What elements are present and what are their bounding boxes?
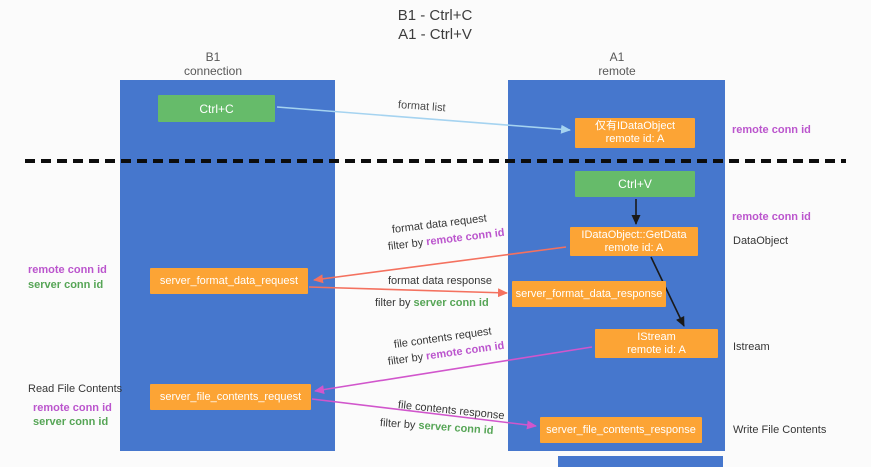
server-conn-id-text-2: server conn id (418, 419, 494, 437)
format-request-label: server_format_data_request (159, 275, 299, 287)
label-istream: Istream (733, 341, 770, 353)
title-line-2: A1 - Ctrl+V (398, 26, 472, 43)
format-response-box: server_format_data_response (512, 281, 666, 307)
istream-line1: IStream (637, 330, 676, 343)
istream-box: IStream remote id: A (595, 329, 718, 358)
label-filter-server-1: filter by server conn id (375, 297, 489, 309)
file-response-label: server_file_contents_response (546, 424, 696, 436)
label-format-data-response: format data response (388, 275, 492, 287)
file-request-label: server_file_contents_request (159, 391, 302, 403)
filter-by-text-2: filter by (375, 297, 414, 309)
filter-by-text-4: filter by (379, 417, 419, 432)
idataobject-box: 仅有IDataObject remote id: A (575, 118, 695, 148)
idataobject-line2: remote id: A (605, 133, 665, 145)
diagram-title: B1 - Ctrl+C A1 - Ctrl+V (315, 6, 555, 44)
ctrl-v-box: Ctrl+V (575, 171, 695, 197)
idataobject-line1: 仅有IDataObject (594, 120, 676, 132)
lane-b1-sub: connection (183, 64, 243, 78)
label-remote-conn-left-1: remote conn id (28, 264, 107, 276)
getdata-line1: IDataObject::GetData (581, 228, 687, 241)
ctrl-c-box: Ctrl+C (158, 95, 275, 122)
lane-header-a1: A1 remote (557, 50, 677, 78)
istream-line2: remote id: A (627, 343, 686, 356)
getdata-box: IDataObject::GetData remote id: A (570, 227, 698, 256)
arrow-format-data-response (308, 286, 508, 298)
lane-a1-sub: remote (598, 64, 636, 78)
ctrl-c-label: Ctrl+C (199, 101, 234, 116)
filter-by-text-3: filter by (387, 350, 427, 368)
label-write-file: Write File Contents (733, 424, 827, 436)
lane-a1-name: A1 (609, 50, 625, 64)
getdata-line2: remote id: A (604, 241, 664, 254)
label-filter-server-2: filter by server conn id (380, 417, 494, 437)
label-server-conn-left-2: server conn id (33, 416, 109, 428)
label-remote-conn-right-1: remote conn id (732, 124, 811, 136)
format-response-label: server_format_data_response (515, 288, 663, 300)
bottom-partial-rect (558, 456, 723, 467)
filter-by-text-1: filter by (387, 236, 427, 253)
ctrl-v-label: Ctrl+V (618, 177, 652, 191)
title-line-1: B1 - Ctrl+C (397, 7, 473, 24)
label-format-list: format list (397, 99, 446, 115)
label-server-conn-left-1: server conn id (28, 279, 104, 291)
label-remote-conn-right-2: remote conn id (732, 211, 811, 223)
file-response-box: server_file_contents_response (540, 417, 702, 443)
label-remote-conn-left-2: remote conn id (33, 402, 112, 414)
file-request-box: server_file_contents_request (150, 384, 311, 410)
label-read-file: Read File Contents (28, 383, 123, 395)
label-dataobject: DataObject (733, 235, 789, 247)
lane-header-b1: B1 connection (153, 50, 273, 78)
format-request-box: server_format_data_request (150, 268, 308, 294)
server-conn-id-text-1: server conn id (413, 297, 489, 309)
lane-b1-name: B1 (205, 50, 221, 64)
